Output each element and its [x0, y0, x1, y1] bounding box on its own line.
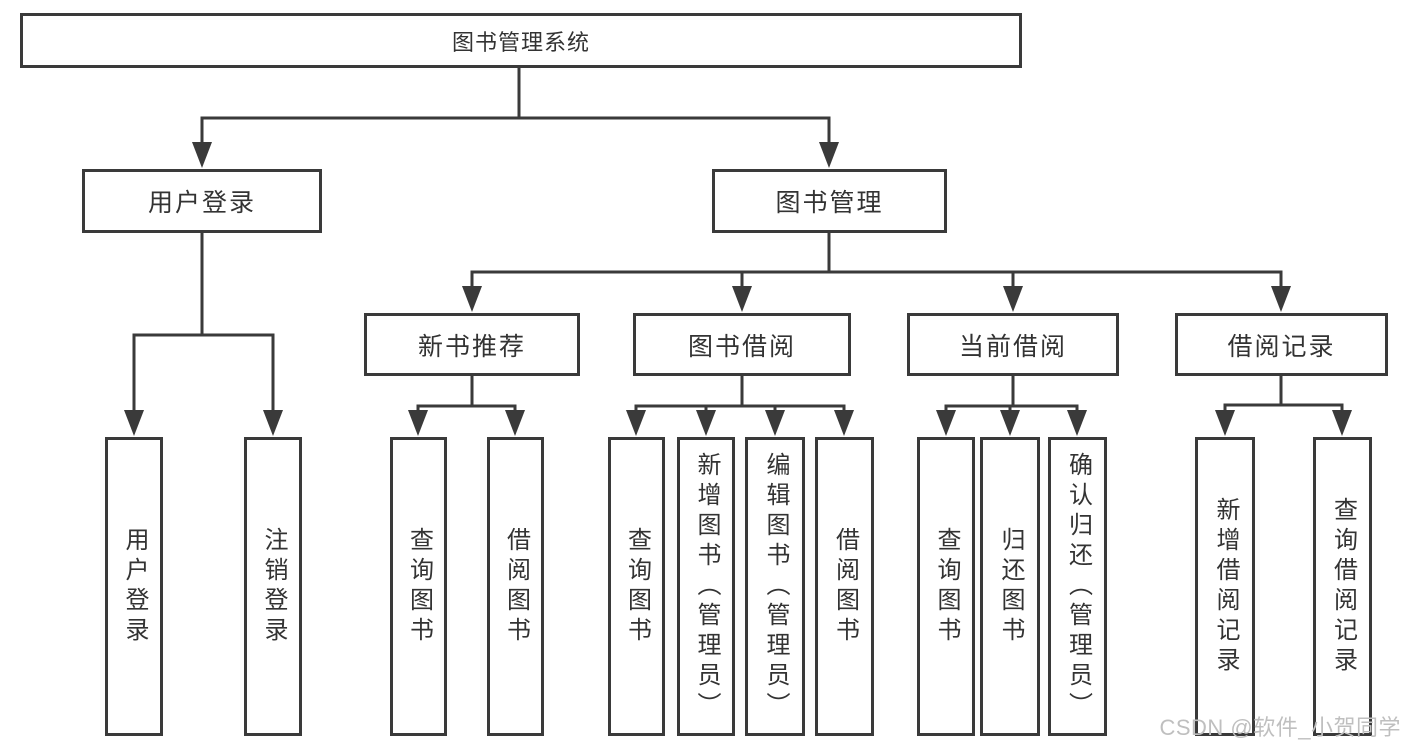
node-current-borrowing: 当前借阅: [907, 313, 1119, 376]
leaf-add-borrow-record: 新增借阅记录: [1195, 437, 1255, 736]
csdn-watermark: CSDN @软件_小贺同学: [1159, 715, 1401, 740]
leaf-add-books-admin: 新增图书（管理员）: [677, 437, 735, 736]
leaf-borrow-books-borrow: 借阅图书: [815, 437, 874, 736]
node-book-borrowing: 图书借阅: [633, 313, 851, 376]
node-new-book-recommend: 新书推荐: [364, 313, 580, 376]
node-user-login: 用户登录: [82, 169, 322, 233]
leaf-user-login: 用户登录: [105, 437, 163, 736]
leaf-query-books-borrow: 查询图书: [608, 437, 665, 736]
leaf-confirm-return-admin: 确认归还（管理员）: [1048, 437, 1107, 736]
node-library-management-system: 图书管理系统: [20, 13, 1022, 68]
leaf-return-books: 归还图书: [980, 437, 1040, 736]
leaf-edit-books-admin: 编辑图书（管理员）: [745, 437, 805, 736]
node-book-management: 图书管理: [712, 169, 947, 233]
leaf-logout-login: 注销登录: [244, 437, 302, 736]
leaf-query-books-recommend: 查询图书: [390, 437, 447, 736]
leaf-query-books-current: 查询图书: [917, 437, 975, 736]
leaf-borrow-books-recommend: 借阅图书: [487, 437, 544, 736]
leaf-query-borrow-record: 查询借阅记录: [1313, 437, 1372, 736]
node-borrowing-records: 借阅记录: [1175, 313, 1388, 376]
